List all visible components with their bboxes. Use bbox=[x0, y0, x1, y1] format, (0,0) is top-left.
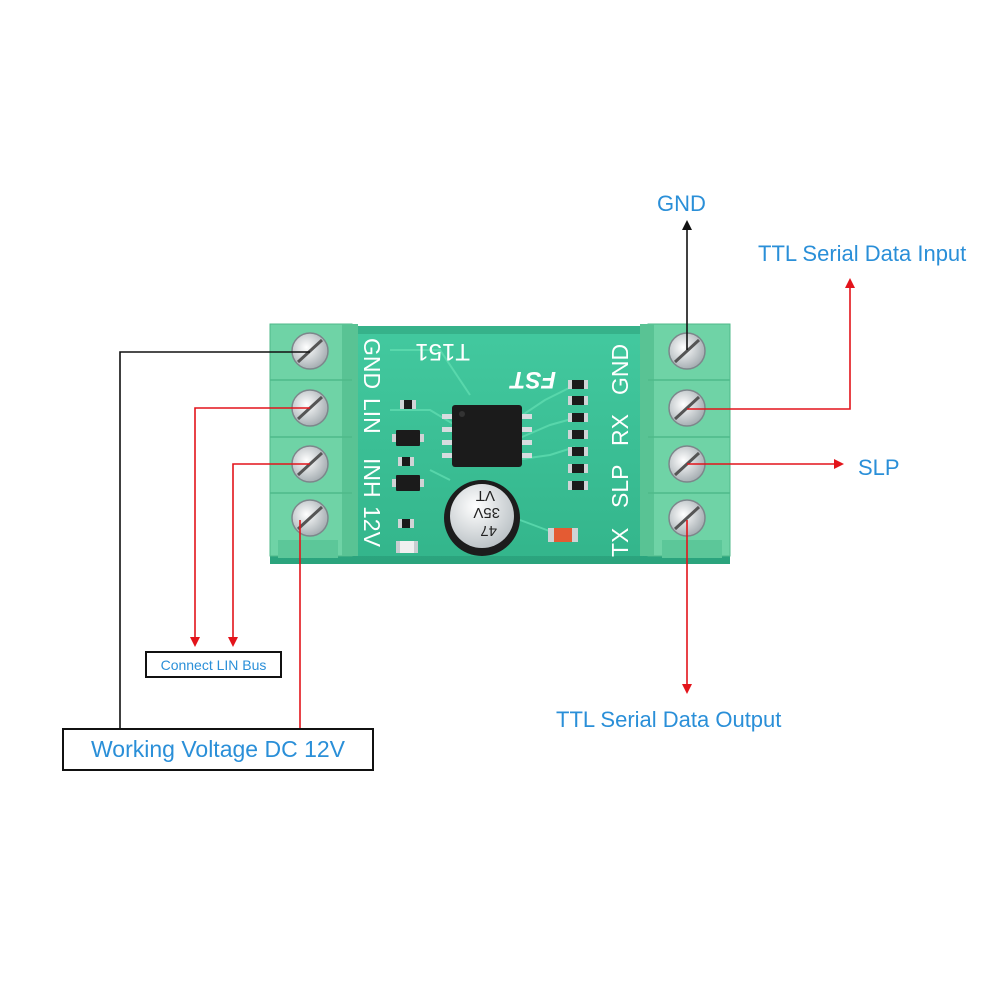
rx-wire bbox=[687, 278, 855, 410]
left-pin-labels: GND LIN INH 12V bbox=[359, 338, 385, 548]
capacitor-value: 47 bbox=[480, 522, 497, 539]
pin-label-inh: INH bbox=[359, 458, 385, 498]
pin-label-tx: TX bbox=[607, 528, 633, 557]
pin-label-lin: LIN bbox=[359, 398, 385, 434]
callout-ttl-serial-output: TTL Serial Data Output bbox=[556, 707, 782, 732]
pin-label-rx: RX bbox=[607, 414, 633, 446]
electrolytic-capacitor: 47 35V VT bbox=[444, 480, 520, 556]
callout-connect-lin-bus: Connect LIN Bus bbox=[145, 651, 282, 678]
board-model-label: T151 bbox=[415, 338, 470, 365]
black-wires bbox=[119, 220, 692, 728]
callout-working-voltage: Working Voltage DC 12V bbox=[62, 728, 374, 771]
pin-label-gnd-right: GND bbox=[607, 344, 633, 395]
callout-gnd: GND bbox=[657, 191, 706, 216]
ic-chip bbox=[442, 405, 532, 467]
right-pin-labels: GND RX SLP TX bbox=[607, 344, 633, 557]
power-gnd-wire bbox=[119, 351, 310, 728]
red-wires bbox=[190, 278, 855, 728]
pin-label-12v: 12V bbox=[359, 506, 385, 548]
right-terminal-screws bbox=[668, 332, 706, 537]
capacitor-voltage: 35V bbox=[473, 504, 500, 521]
inh-wire bbox=[228, 463, 310, 647]
callout-slp: SLP bbox=[858, 455, 900, 480]
brand-logo: FST bbox=[508, 366, 556, 393]
pin-label-slp: SLP bbox=[607, 465, 633, 508]
pcb-traces bbox=[390, 349, 576, 536]
callout-ttl-serial-input: TTL Serial Data Input bbox=[758, 241, 967, 266]
lin-wire bbox=[190, 407, 310, 647]
smd-components bbox=[392, 380, 588, 553]
pin-label-gnd-left: GND bbox=[359, 338, 385, 389]
capacitor-series: VT bbox=[476, 487, 495, 504]
